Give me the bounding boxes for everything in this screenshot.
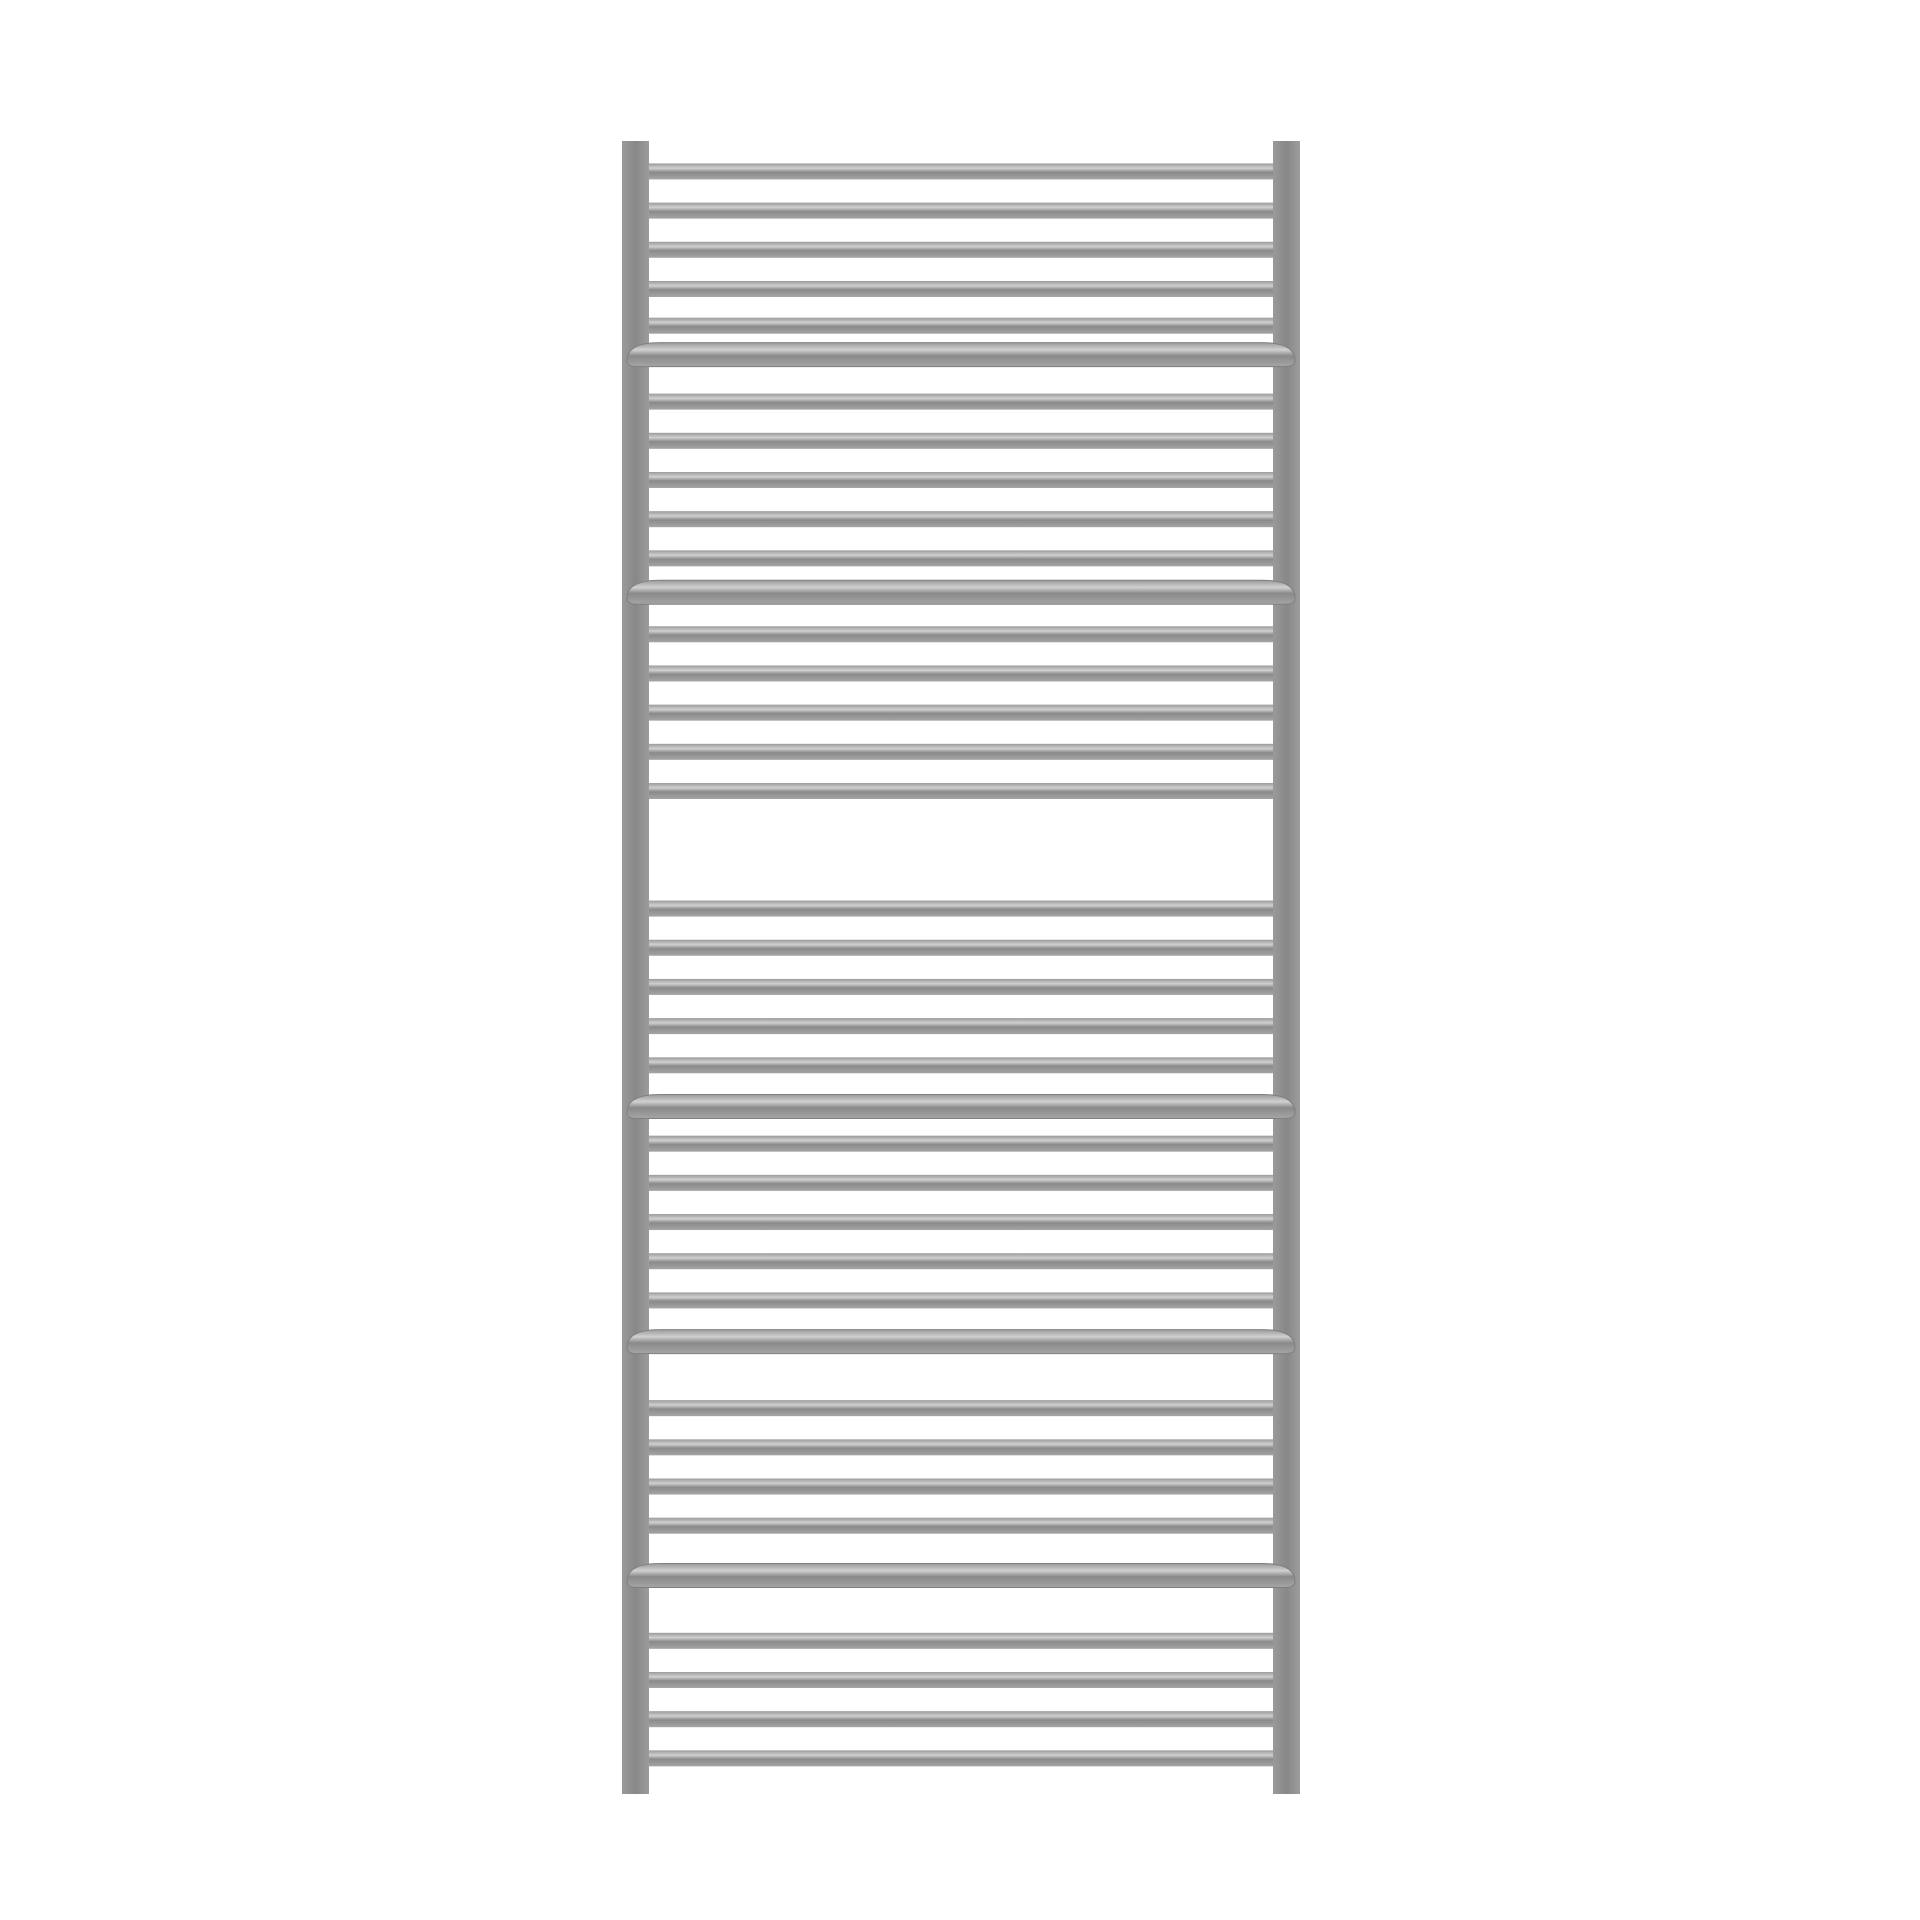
horizontal-tube xyxy=(649,1400,1273,1417)
horizontal-tube xyxy=(649,743,1273,760)
horizontal-tube xyxy=(649,511,1273,528)
horizontal-tube xyxy=(649,704,1273,721)
horizontal-tubes xyxy=(649,163,1273,1767)
horizontal-tube xyxy=(649,1292,1273,1309)
towel-hanger-loop xyxy=(626,1093,1296,1119)
horizontal-tube xyxy=(649,1439,1273,1456)
horizontal-tube xyxy=(649,900,1273,917)
horizontal-tube xyxy=(649,1517,1273,1534)
horizontal-tube xyxy=(649,1174,1273,1191)
horizontal-tube xyxy=(649,783,1273,800)
horizontal-tube xyxy=(649,1214,1273,1231)
right-vertical-rail xyxy=(1273,141,1300,1794)
towel-hanger-loops xyxy=(626,342,1296,1588)
left-vertical-rail xyxy=(622,141,649,1794)
horizontal-tube xyxy=(649,1253,1273,1270)
horizontal-tube xyxy=(649,241,1273,258)
towel-hanger-loop xyxy=(626,579,1296,605)
horizontal-tube xyxy=(649,626,1273,643)
horizontal-tube xyxy=(649,202,1273,219)
horizontal-tube xyxy=(649,163,1273,180)
towel-hanger-loop xyxy=(626,342,1296,368)
horizontal-tube xyxy=(649,317,1273,334)
horizontal-tube xyxy=(649,472,1273,488)
horizontal-tube xyxy=(649,1018,1273,1035)
horizontal-tube xyxy=(649,1711,1273,1728)
horizontal-tube xyxy=(649,393,1273,410)
horizontal-tube xyxy=(649,280,1273,297)
horizontal-tube xyxy=(649,939,1273,956)
towel-hanger-loop xyxy=(626,1562,1296,1588)
horizontal-tube xyxy=(649,432,1273,449)
horizontal-tube xyxy=(649,665,1273,682)
horizontal-tube xyxy=(649,1057,1273,1074)
horizontal-tube xyxy=(649,1478,1273,1495)
horizontal-tube xyxy=(649,1672,1273,1688)
horizontal-tube xyxy=(649,1750,1273,1767)
towel-hanger-loop xyxy=(626,1329,1296,1355)
horizontal-tube xyxy=(649,1632,1273,1649)
horizontal-tube xyxy=(649,1135,1273,1152)
horizontal-tube xyxy=(649,550,1273,567)
horizontal-tube xyxy=(649,978,1273,995)
